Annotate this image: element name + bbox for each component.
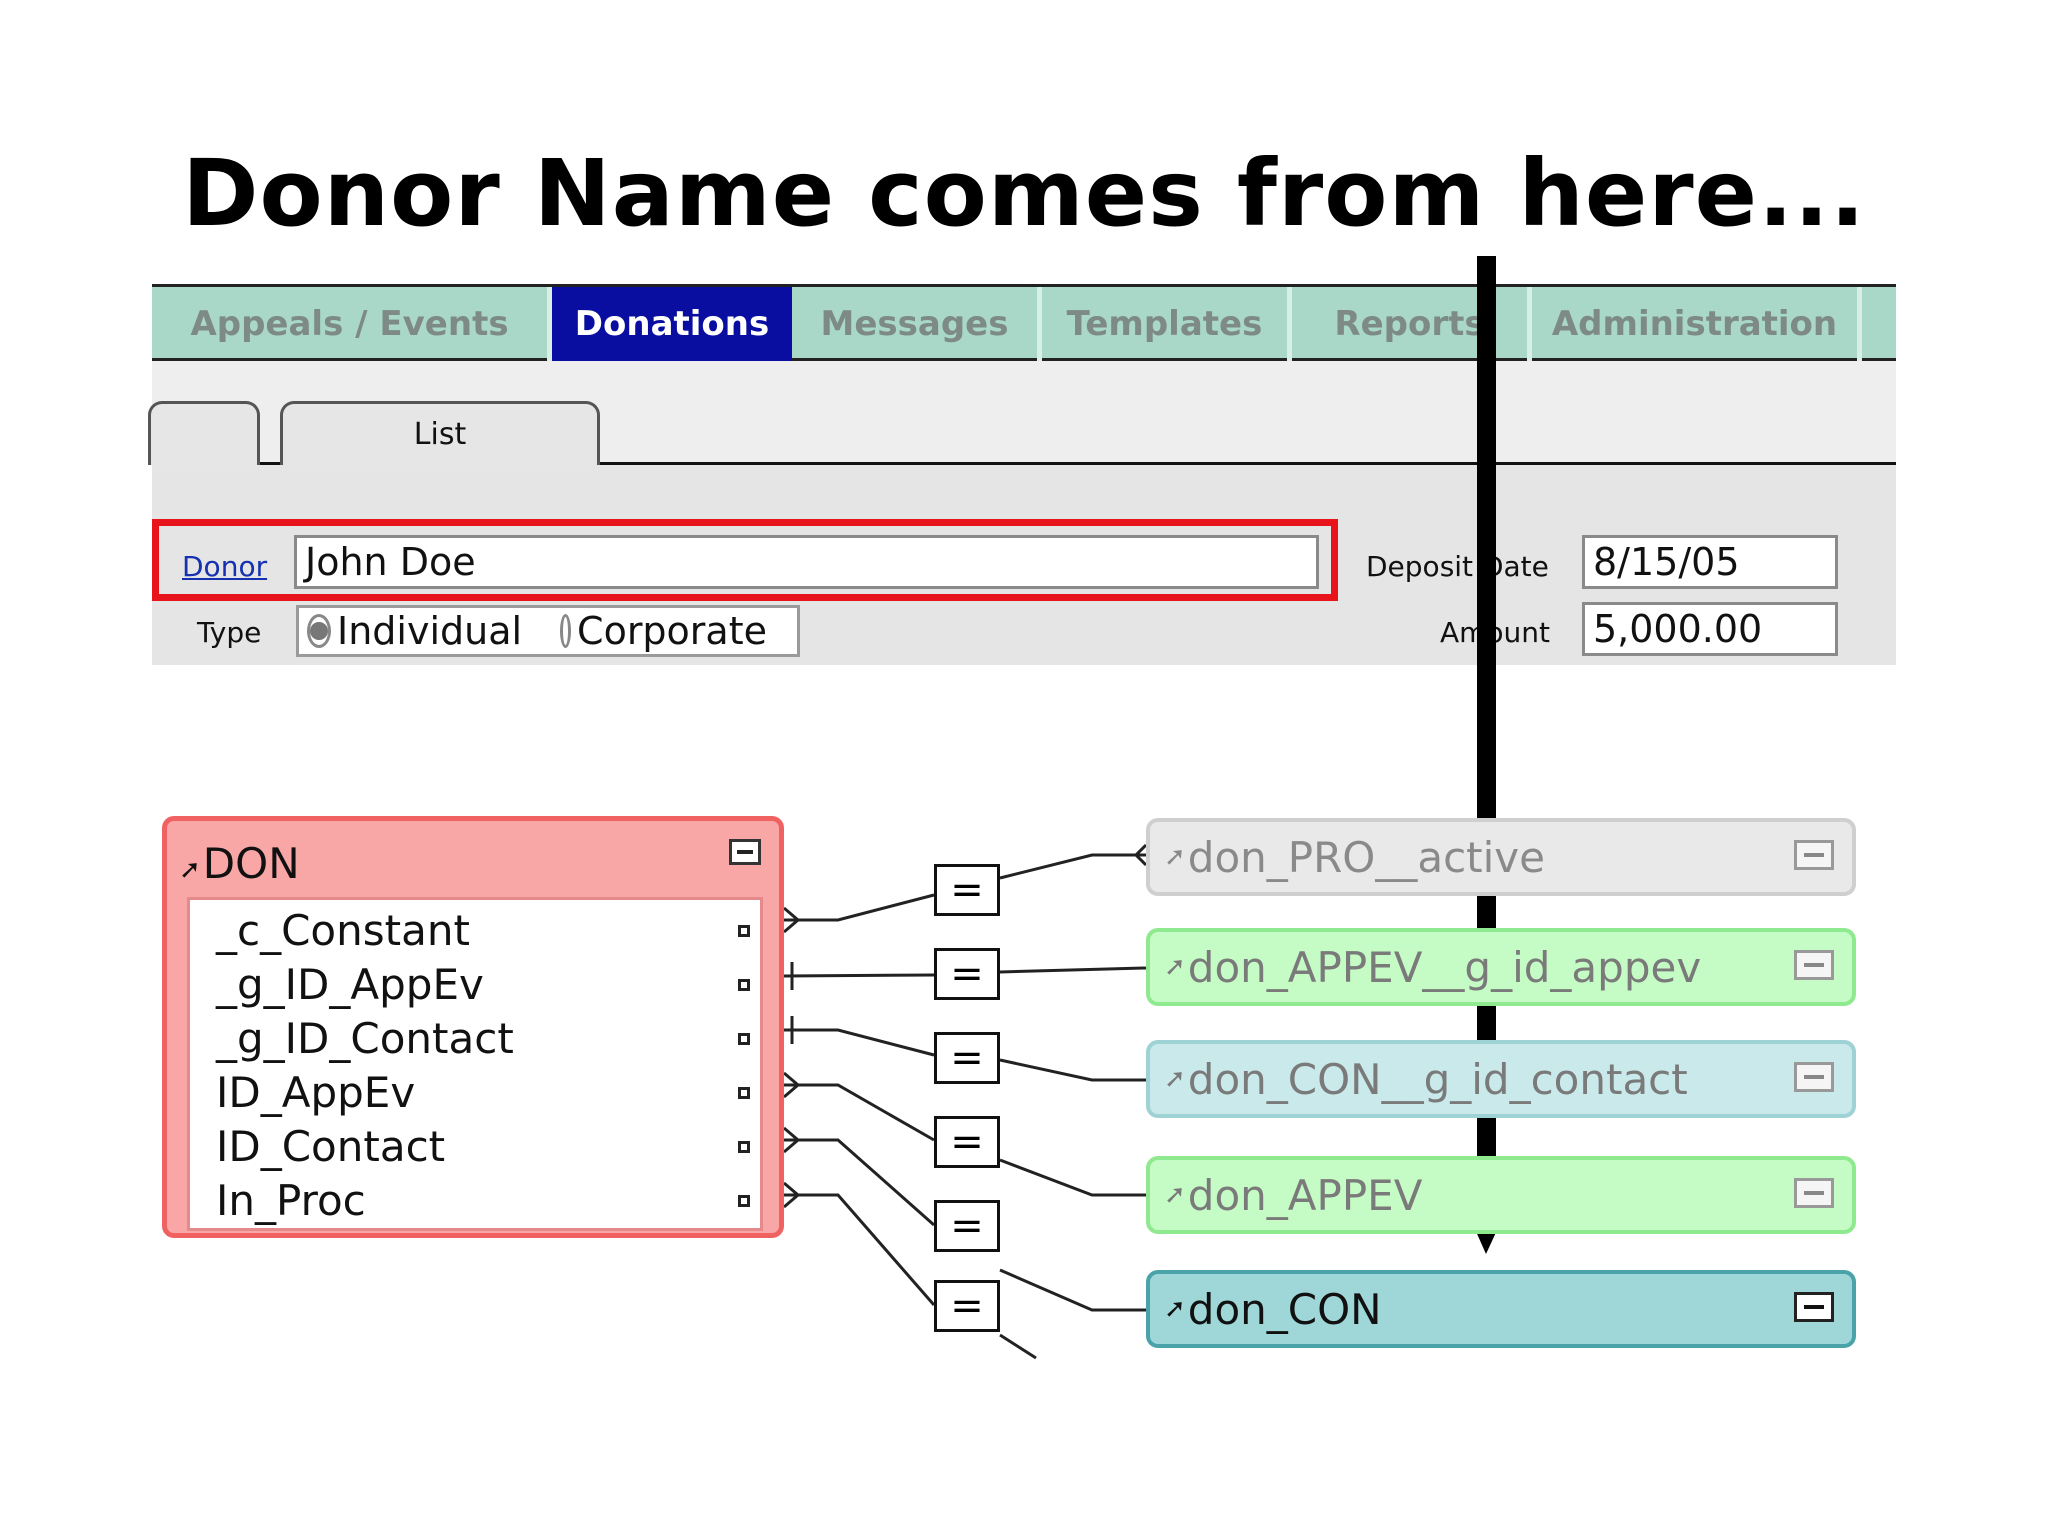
field-port-icon <box>738 925 750 937</box>
subtab-blank[interactable] <box>148 401 260 465</box>
field-c-constant[interactable]: _c_Constant <box>216 906 470 955</box>
collapse-icon[interactable] <box>1794 1062 1834 1092</box>
main-tab-bar: Appeals / Events Donations Messages Temp… <box>152 284 1896 361</box>
relationship-operator-1[interactable]: = <box>934 864 1000 916</box>
field-id-contact[interactable]: ID_Contact <box>216 1122 446 1171</box>
table-don-appev[interactable]: ➚don_APPEV <box>1146 1156 1856 1234</box>
field-g-id-contact[interactable]: _g_ID_Contact <box>216 1014 514 1063</box>
collapse-icon[interactable] <box>1794 1292 1834 1322</box>
table-don-pro-active[interactable]: ➚don_PRO__active <box>1146 818 1856 896</box>
link-arrow-icon: ➚ <box>179 855 201 885</box>
relationship-operator-3[interactable]: = <box>934 1032 1000 1084</box>
field-port-icon <box>738 1087 750 1099</box>
collapse-icon[interactable] <box>729 839 761 865</box>
relationship-operator-2[interactable]: = <box>934 948 1000 1000</box>
donor-highlight-box <box>152 519 1338 601</box>
table-name: don_APPEV__g_id_appev <box>1187 942 1702 992</box>
table-name: don_CON <box>1187 1284 1382 1334</box>
don-table-name: DON <box>202 839 300 888</box>
type-radio-group: Individual Corporate <box>296 605 800 657</box>
relationship-operator-6[interactable]: = <box>934 1280 1000 1332</box>
link-arrow-icon: ➚ <box>1164 842 1186 872</box>
relationship-operator-5[interactable]: = <box>934 1200 1000 1252</box>
tab-reports[interactable]: Reports <box>1292 287 1532 361</box>
field-g-id-appev[interactable]: _g_ID_AppEv <box>216 960 484 1009</box>
link-arrow-icon: ➚ <box>1164 952 1186 982</box>
table-don-con[interactable]: ➚don_CON <box>1146 1270 1856 1348</box>
link-arrow-icon: ➚ <box>1164 1294 1186 1324</box>
deposit-date-field[interactable]: 8/15/05 <box>1582 535 1838 589</box>
sub-tab-bar: List <box>148 361 1896 465</box>
field-id-appev[interactable]: ID_AppEv <box>216 1068 416 1117</box>
tab-donations[interactable]: Donations <box>552 287 792 361</box>
donor-name-field[interactable]: John Doe <box>294 535 1319 589</box>
amount-field[interactable]: 5,000.00 <box>1582 602 1838 656</box>
collapse-icon[interactable] <box>1794 840 1834 870</box>
table-name: don_PRO__active <box>1187 832 1546 882</box>
corporate-radio[interactable] <box>560 614 572 648</box>
headline: Donor Name comes from here... <box>182 140 1866 247</box>
tab-appeals-events[interactable]: Appeals / Events <box>152 287 552 361</box>
table-name: don_APPEV <box>1187 1170 1423 1220</box>
corporate-radio-label[interactable]: Corporate <box>577 609 767 653</box>
subtab-list[interactable]: List <box>280 401 600 465</box>
individual-radio-label[interactable]: Individual <box>337 609 523 653</box>
don-field-list: _c_Constant _g_ID_AppEv _g_ID_Contact ID… <box>187 897 763 1231</box>
field-port-icon <box>738 979 750 991</box>
field-port-icon <box>738 1141 750 1153</box>
tab-templates[interactable]: Templates <box>1042 287 1292 361</box>
type-label: Type <box>197 616 262 649</box>
table-name: don_CON__g_id_contact <box>1187 1054 1688 1104</box>
table-don-appev-g-id-appev[interactable]: ➚don_APPEV__g_id_appev <box>1146 928 1856 1006</box>
field-port-icon <box>738 1033 750 1045</box>
tab-messages[interactable]: Messages <box>792 287 1042 361</box>
deposit-date-label: Deposit Date <box>1366 550 1549 583</box>
collapse-icon[interactable] <box>1794 950 1834 980</box>
relationship-operator-4[interactable]: = <box>934 1116 1000 1168</box>
field-port-icon <box>738 1195 750 1207</box>
tab-administration[interactable]: Administration <box>1532 287 1862 361</box>
table-don-con-g-id-contact[interactable]: ➚don_CON__g_id_contact <box>1146 1040 1856 1118</box>
link-arrow-icon: ➚ <box>1164 1064 1186 1094</box>
don-table-occurrence[interactable]: ➚DON _c_Constant _g_ID_AppEv _g_ID_Conta… <box>162 816 784 1238</box>
collapse-icon[interactable] <box>1794 1178 1834 1208</box>
don-table-title: ➚DON <box>179 839 300 888</box>
individual-radio[interactable] <box>307 614 331 648</box>
link-arrow-icon: ➚ <box>1164 1180 1186 1210</box>
donor-link[interactable]: Donor <box>182 550 268 583</box>
field-in-proc[interactable]: In_Proc <box>216 1176 366 1225</box>
